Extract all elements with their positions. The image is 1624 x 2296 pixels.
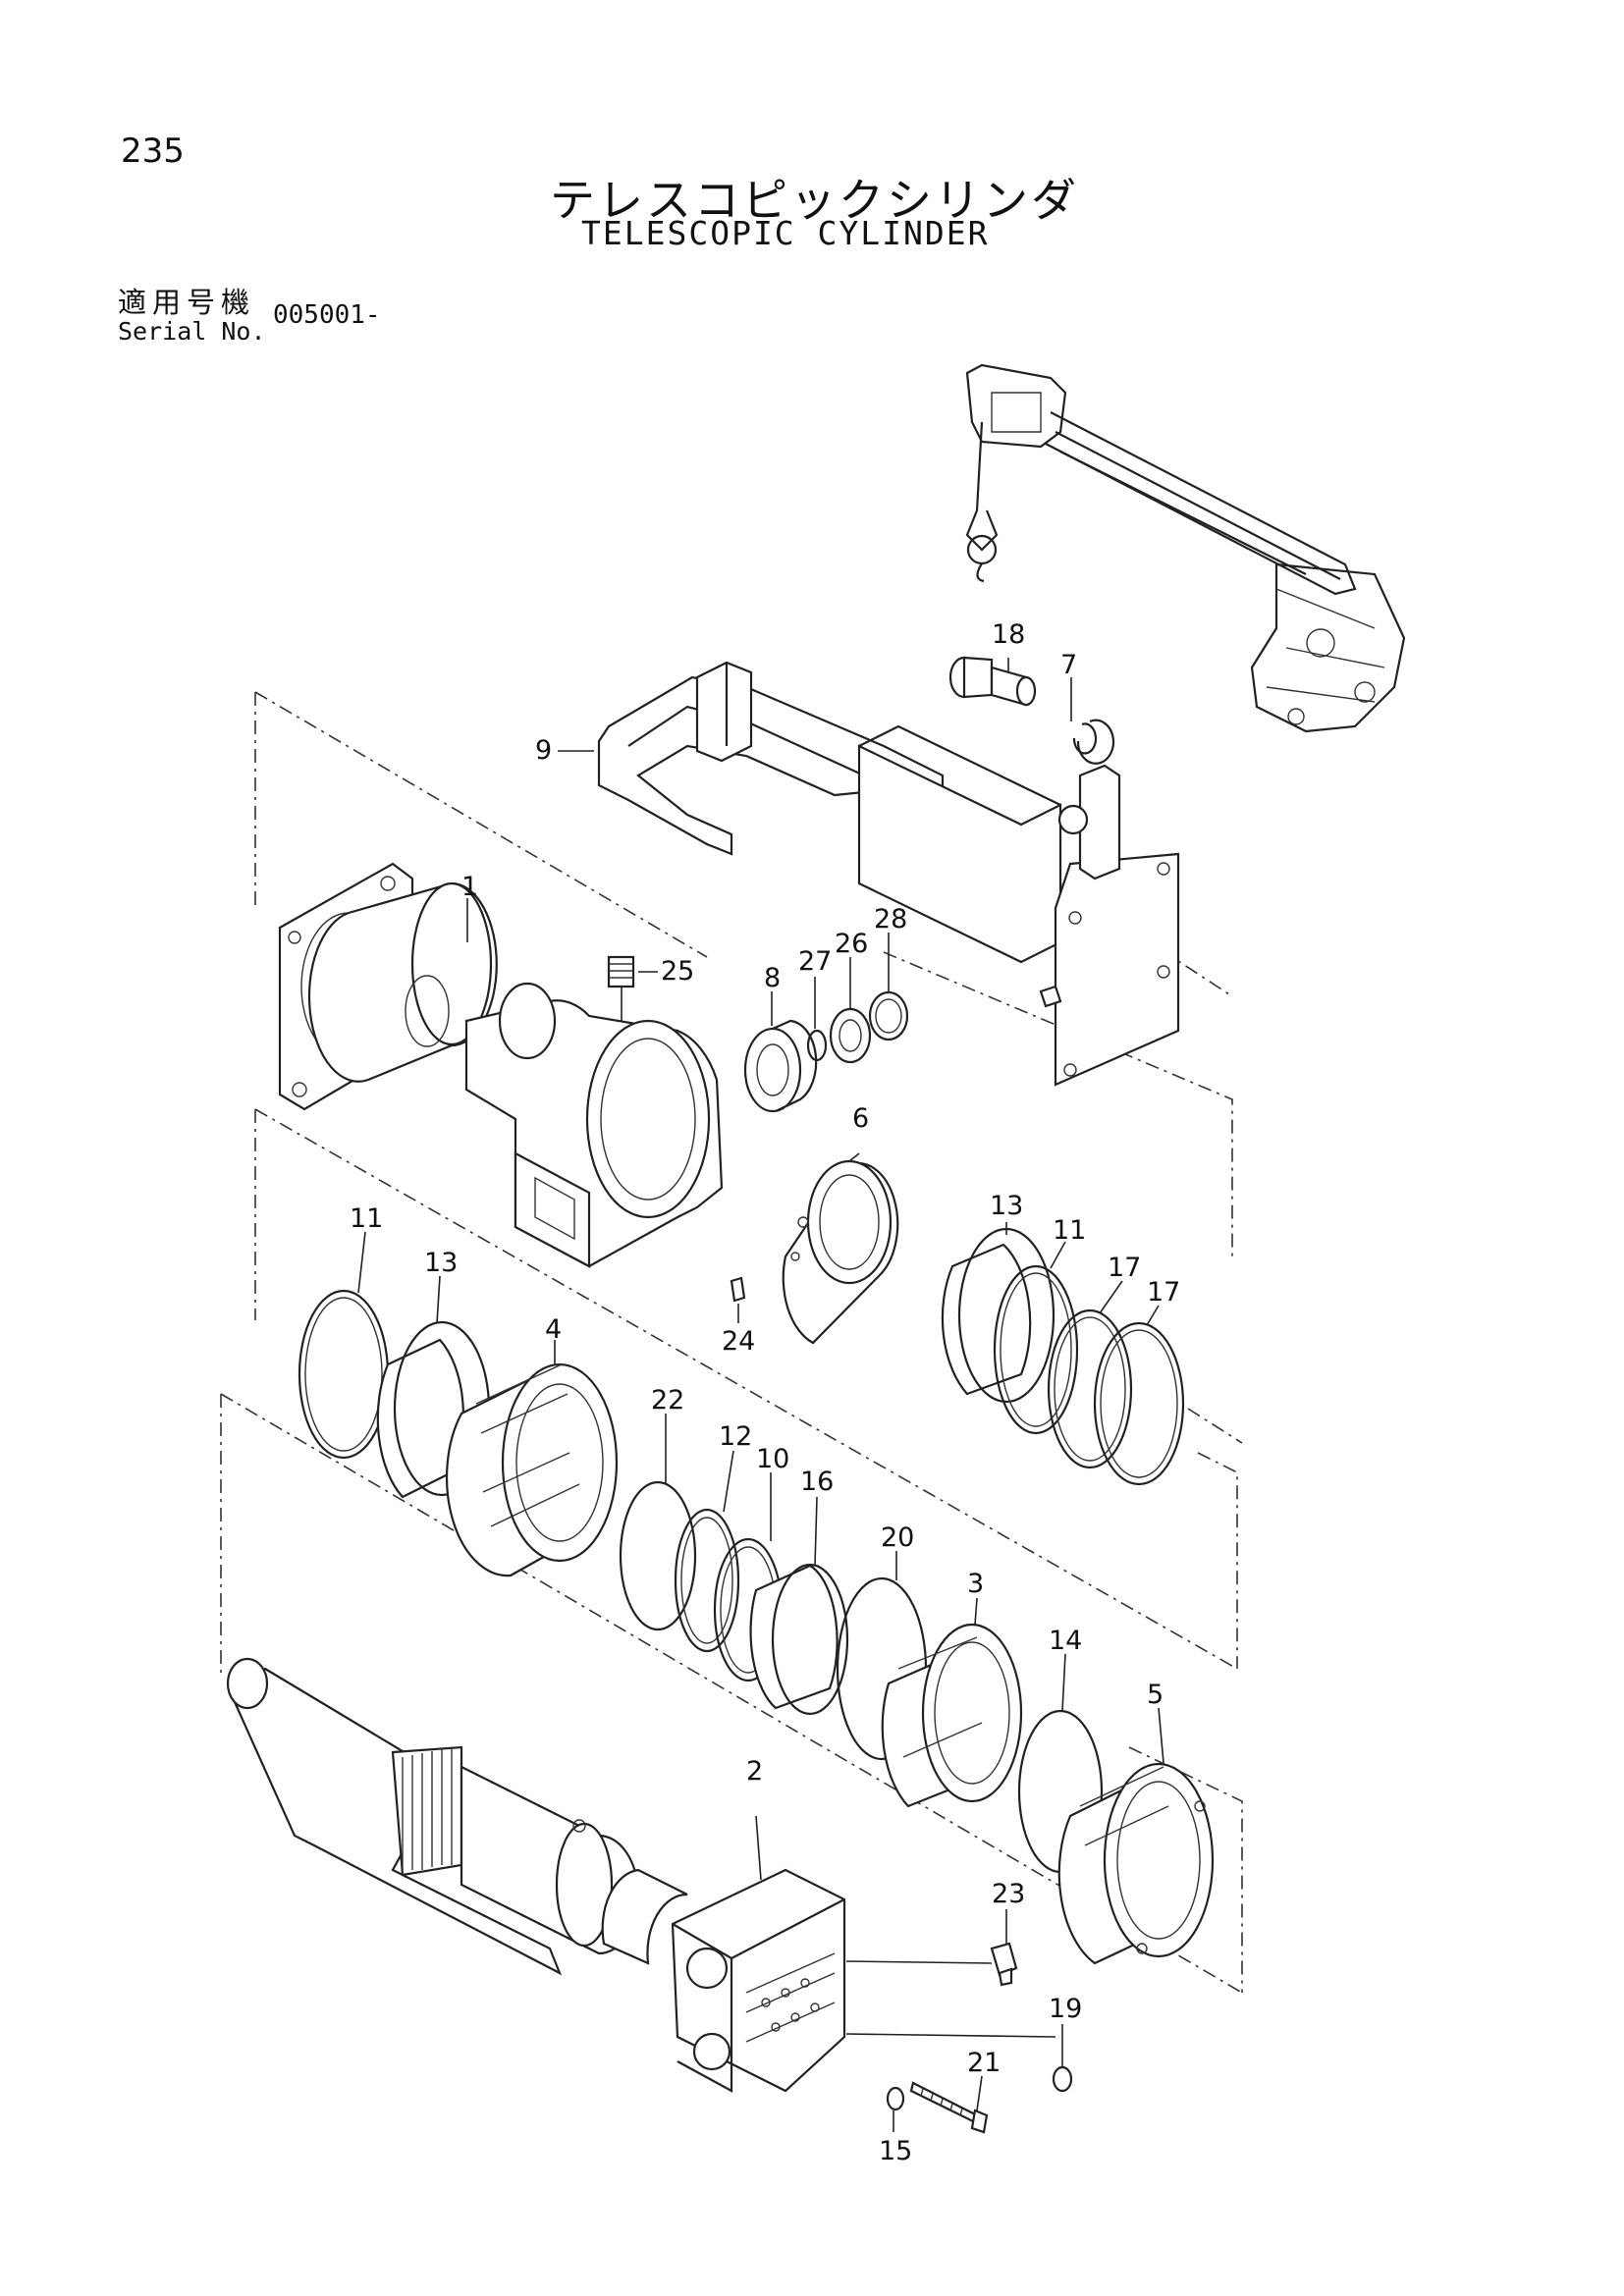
- part-6-bushing: [782, 1159, 899, 1345]
- part-11-ring-left: [298, 1289, 390, 1460]
- callout-27: 27: [798, 946, 832, 977]
- callout-9: 9: [535, 735, 552, 766]
- cylinder-housing: [464, 982, 724, 1268]
- part-17-ring-b: [1093, 1321, 1185, 1486]
- part-7-snap-ring: [1072, 719, 1115, 765]
- callout-10: 10: [756, 1444, 789, 1474]
- part-11-ring-right: [993, 1264, 1079, 1435]
- part-25-plug: [607, 955, 635, 1045]
- callout-3: 3: [967, 1569, 984, 1599]
- part-5-gland-nut: [1057, 1762, 1215, 1965]
- callout-14: 14: [1049, 1626, 1082, 1656]
- callout-12: 12: [719, 1421, 752, 1452]
- part-23-fitting: [990, 1942, 1018, 1987]
- callout-2: 2: [746, 1756, 763, 1787]
- part-12-ring: [674, 1508, 740, 1653]
- part-15-washer: [886, 2086, 905, 2111]
- part-3-piston-nut: [881, 1623, 1023, 1808]
- callout-22: 22: [651, 1385, 684, 1415]
- page-title-english: TELESCOPIC CYLINDER: [581, 214, 990, 252]
- callout-24: 24: [722, 1326, 755, 1357]
- serial-label-japanese: 適用号機: [118, 286, 256, 319]
- callout-1: 1: [461, 872, 478, 902]
- callout-11-left: 11: [350, 1203, 383, 1234]
- part-9-frame-bracket: [597, 661, 1180, 1087]
- serial-label-english: Serial No.: [118, 317, 266, 346]
- part-22-ring: [619, 1480, 697, 1631]
- callout-13-left: 13: [424, 1248, 458, 1278]
- callout-28: 28: [874, 904, 907, 934]
- callout-labels: 1 2 3 4 5 6 7 8 9 10 11 11 12 13 13 14 1…: [350, 619, 1180, 2166]
- callout-11-right: 11: [1053, 1215, 1086, 1246]
- callout-18: 18: [992, 619, 1025, 650]
- callout-26: 26: [835, 929, 868, 959]
- part-21-bolt: [909, 2081, 989, 2134]
- page-title-japanese: テレスコピックシリンダ: [550, 174, 1079, 227]
- serial-number-value: 005001-: [273, 300, 381, 330]
- page-number: 235: [121, 132, 185, 171]
- piston-rod: [226, 1657, 688, 1976]
- leader-lines: [357, 658, 1164, 2132]
- callout-17-a: 17: [1108, 1253, 1141, 1283]
- callout-4: 4: [545, 1314, 562, 1345]
- callout-16: 16: [800, 1467, 834, 1497]
- callout-23: 23: [992, 1879, 1025, 1909]
- callout-19: 19: [1049, 1994, 1082, 2024]
- callout-13-right: 13: [990, 1191, 1023, 1221]
- part-27-ring: [806, 1029, 828, 1062]
- callout-7: 7: [1060, 650, 1077, 680]
- part-19-o-ring: [1052, 2065, 1073, 2093]
- callout-8: 8: [764, 963, 781, 993]
- callout-17-b: 17: [1147, 1277, 1180, 1308]
- part-4-piston: [446, 1362, 619, 1577]
- callout-20: 20: [881, 1522, 914, 1553]
- part-8-gland: [743, 1019, 818, 1113]
- part-16-bushing: [749, 1563, 849, 1716]
- callout-21: 21: [967, 2048, 1001, 2078]
- crane-thumbnail: [965, 363, 1406, 733]
- callout-5: 5: [1147, 1680, 1164, 1710]
- part-24-set-screw: [730, 1276, 746, 1303]
- part-2-rod-end-block: [671, 1868, 846, 2093]
- callout-15: 15: [879, 2136, 912, 2166]
- callout-6: 6: [852, 1103, 869, 1134]
- part-17-ring-a: [1047, 1308, 1133, 1469]
- part-1-cylinder-tube: [278, 862, 498, 1111]
- part-26-bearing: [829, 1007, 872, 1064]
- callout-25: 25: [661, 956, 694, 987]
- part-28-ring: [868, 990, 909, 1041]
- part-18-pin: [948, 656, 1037, 707]
